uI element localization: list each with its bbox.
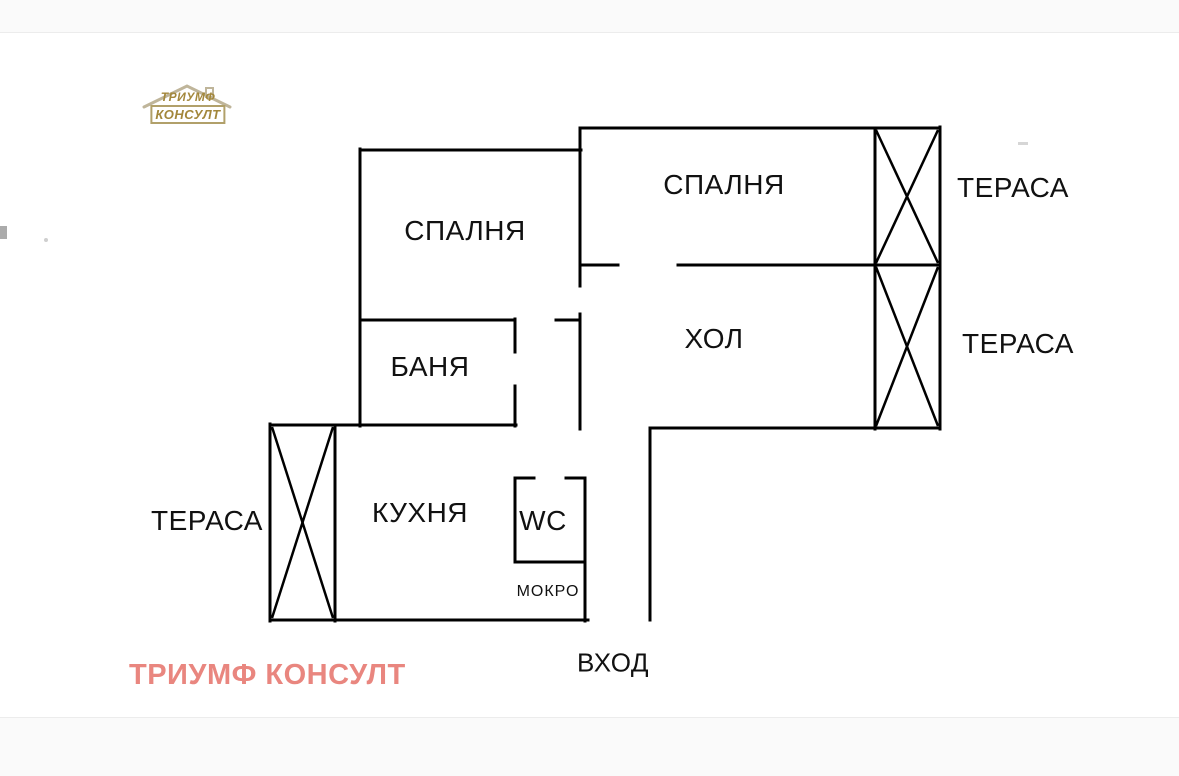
room-label-bedroom-left: СПАЛНЯ <box>404 215 526 246</box>
room-label-bedroom-right: СПАЛНЯ <box>663 169 785 200</box>
room-label-utility: МОКРО <box>516 583 580 600</box>
agency-watermark: ТРИУМФ КОНСУЛТ <box>129 659 406 691</box>
scan-artifact <box>1018 142 1028 145</box>
terrace-hatch-top-right <box>874 129 940 264</box>
room-label-hall: ХОЛ <box>684 323 744 354</box>
room-label-entrance: ВХОД <box>577 647 649 678</box>
terrace-hatch-left <box>270 426 335 619</box>
room-label-terrace-mid-right: ТЕРАСА <box>962 328 1074 359</box>
terrace-hatch-mid-right <box>874 266 940 427</box>
room-label-kitchen: КУХНЯ <box>371 497 469 528</box>
page-bottom-margin <box>0 717 1179 776</box>
scan-artifact <box>0 226 7 239</box>
scan-artifact <box>44 238 48 242</box>
logo-text-line1: ТРИУМФ <box>160 90 216 104</box>
agency-logo: ТРИУМФ КОНСУЛТ <box>142 80 234 132</box>
logo-text-line2: КОНСУЛТ <box>150 105 226 124</box>
room-label-terrace-top-right: ТЕРАСА <box>957 172 1069 203</box>
room-label-terrace-left: ТЕРАСА <box>151 505 263 536</box>
house-logo-icon <box>142 84 232 109</box>
room-label-bathroom: БАНЯ <box>390 351 470 382</box>
room-label-wc: WC <box>519 505 567 536</box>
page-top-margin <box>0 0 1179 33</box>
